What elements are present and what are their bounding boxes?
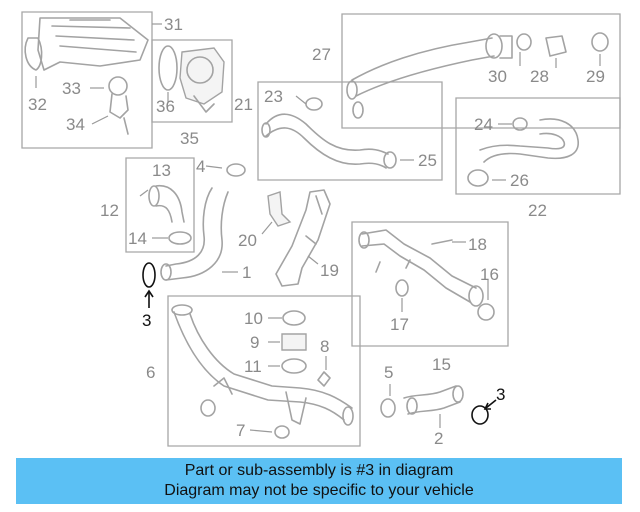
group-27-pipe: [341, 13, 621, 129]
callout-12: 12: [100, 201, 119, 220]
callout-3-right: 3: [496, 385, 505, 404]
banner-line-1: Part or sub-assembly is #3 in diagram: [184, 462, 454, 479]
callout-15: 15: [432, 355, 451, 374]
callout-11: 11: [244, 357, 262, 376]
callout-24: 24: [474, 115, 493, 134]
banner-line-2: Diagram may not be specific to your vehi…: [164, 482, 474, 499]
callout-31: 31: [164, 15, 183, 34]
callout-28: 28: [530, 67, 549, 86]
callout-22: 22: [528, 201, 547, 220]
callout-18: 18: [468, 235, 487, 254]
callout-5: 5: [384, 363, 393, 382]
parts-diagram: 31 32 33 34 36 35 21 23 25 27 30 28 29 2…: [21, 11, 621, 448]
callout-7: 7: [236, 421, 245, 440]
callout-6: 6: [146, 363, 155, 382]
callout-labels: 31 32 33 34 36 35 21 23 25 27 30 28 29 2…: [28, 15, 605, 448]
callout-23: 23: [264, 87, 283, 106]
callout-33: 33: [62, 79, 81, 98]
callout-13: 13: [152, 161, 171, 180]
group-15-pipe: [351, 221, 509, 347]
callout-34: 34: [66, 115, 85, 134]
part-3-oring-left[interactable]: [142, 262, 156, 308]
callout-14: 14: [128, 229, 147, 248]
callout-4: 4: [196, 157, 205, 176]
callout-21: 21: [234, 95, 253, 114]
part-19-20: [261, 189, 331, 287]
callout-29: 29: [586, 67, 605, 86]
callout-10: 10: [244, 309, 263, 328]
callout-30: 30: [488, 67, 507, 86]
callout-25: 25: [418, 151, 437, 170]
callout-19: 19: [320, 261, 339, 280]
part-1-hose: [160, 163, 246, 281]
part-3-oring-right[interactable]: [471, 399, 497, 425]
info-banner: Part or sub-assembly is #3 in diagram Di…: [16, 458, 622, 504]
group-31-manifold: [21, 11, 162, 149]
callout-20: 20: [238, 231, 257, 250]
callout-3-left: 3: [142, 311, 151, 330]
group-35-throttle: [151, 39, 233, 123]
group-6-pipe: [167, 295, 361, 447]
callout-9: 9: [250, 333, 259, 352]
callout-36: 36: [156, 97, 175, 116]
part-2-5-hose: [380, 384, 464, 428]
callout-1: 1: [242, 263, 251, 282]
callout-27: 27: [312, 45, 331, 64]
group-12-elbow: [125, 157, 195, 253]
group-22-hose: [455, 97, 621, 195]
callout-32: 32: [28, 95, 47, 114]
callout-16: 16: [480, 265, 499, 284]
callout-35: 35: [180, 129, 199, 148]
group-21-hose: [257, 81, 443, 181]
callout-2: 2: [434, 429, 443, 448]
callout-17: 17: [390, 315, 409, 334]
callout-26: 26: [510, 171, 529, 190]
callout-8: 8: [320, 337, 329, 356]
